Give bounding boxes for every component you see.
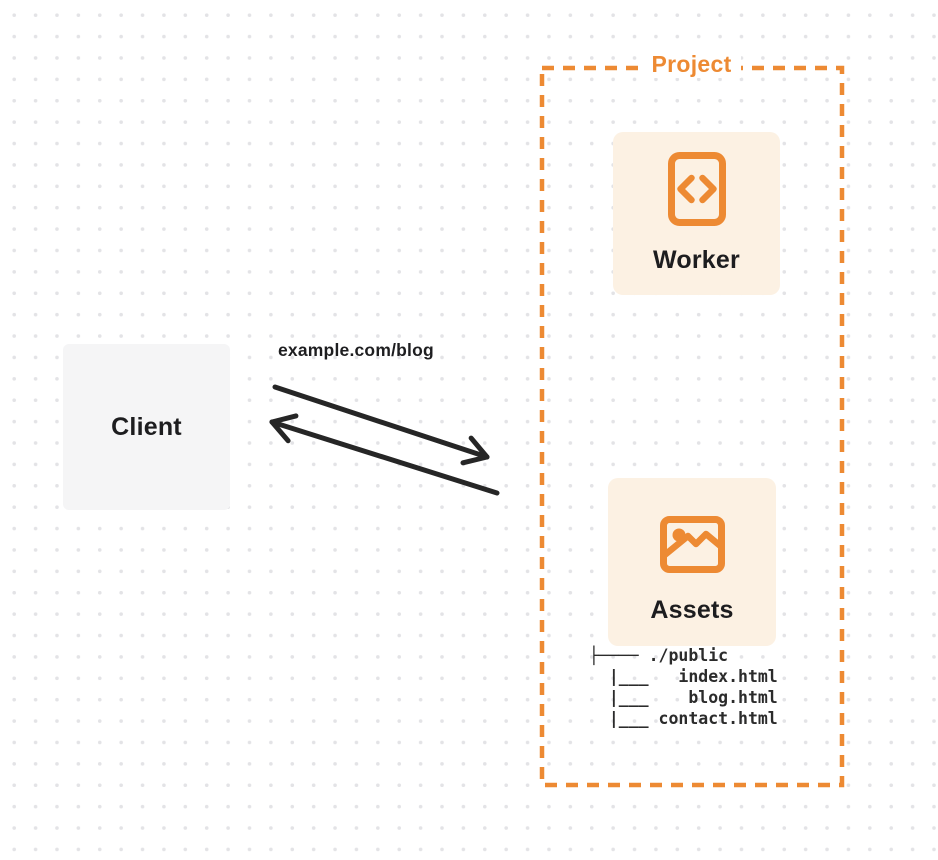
worker-card: Worker [613, 132, 780, 295]
code-document-icon [667, 152, 726, 226]
response-arrow [269, 413, 500, 496]
project-label: Project [540, 51, 843, 78]
assets-file-tree: ├──── ./public |___ index.html |___ blog… [589, 646, 778, 728]
worker-label: Worker [653, 246, 740, 274]
client-label: Client [111, 412, 182, 441]
client-box: Client [63, 344, 230, 510]
project-label-text: Project [642, 51, 741, 78]
assets-label: Assets [650, 596, 734, 624]
image-icon [659, 516, 725, 573]
request-url-label: example.com/blog [278, 340, 434, 360]
assets-card: Assets [608, 478, 776, 646]
request-arrow [272, 384, 490, 466]
